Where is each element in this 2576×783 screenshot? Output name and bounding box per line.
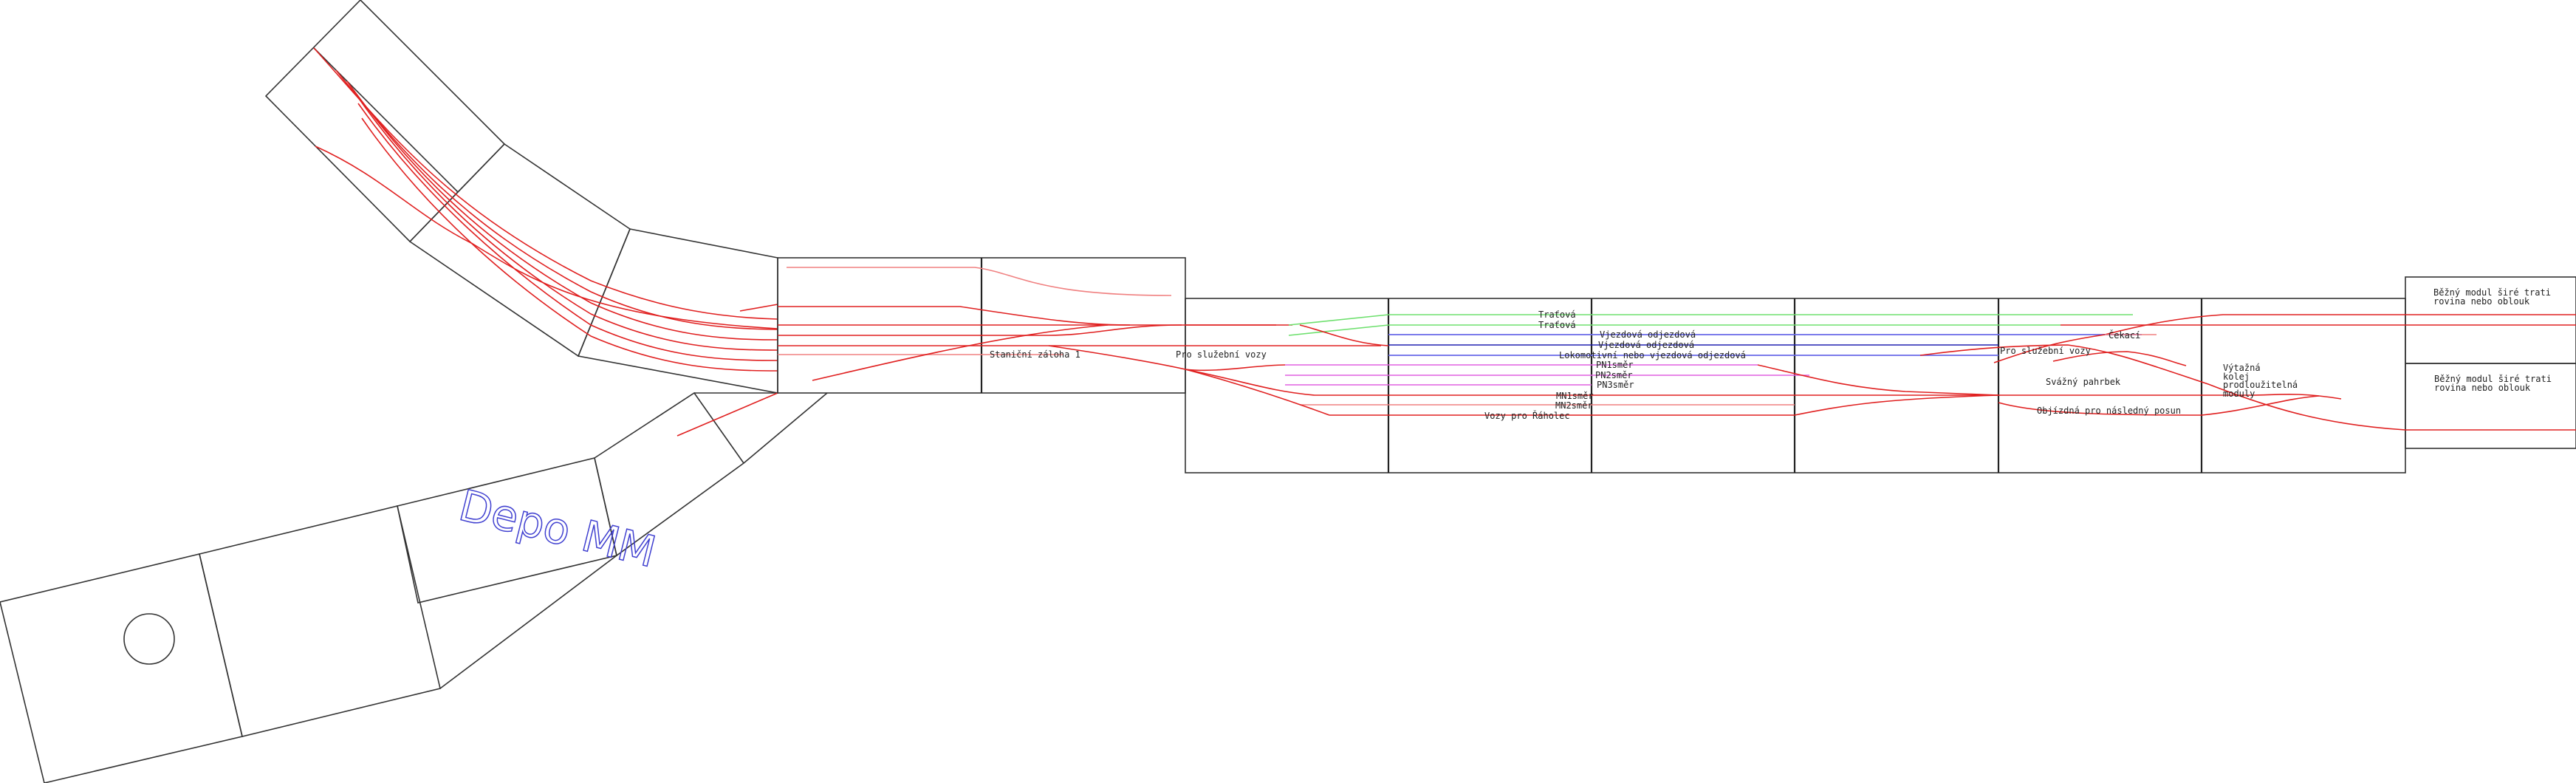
- label-tratova-2: Traťová: [1538, 320, 1576, 330]
- label-pn3: PN3směr: [1597, 380, 1634, 390]
- label-modul-bottom-2: rovina nebo oblouk: [2434, 383, 2531, 393]
- label-vozy-raholec: Vozy pro Řáholec: [1484, 410, 1570, 421]
- label-mn2: MN2směr: [1555, 400, 1593, 411]
- turntable: [123, 613, 175, 665]
- depot-tracks: [313, 47, 778, 437]
- depo-label: Depo MM: [454, 480, 661, 578]
- label-vjezdova-2: Vjezdová odjezdová: [1598, 340, 1694, 350]
- label-svazny: Svážný pahrbek: [2046, 377, 2121, 387]
- label-stanicni-zaloha: Staniční záloha 1: [990, 349, 1080, 360]
- label-vytazna-4: moduly: [2223, 389, 2255, 399]
- label-modul-top-2: rovina nebo oblouk: [2433, 296, 2530, 307]
- label-pro-sluzebni-2: Pro služební vozy: [2000, 346, 2091, 356]
- depot-building-modules: Depo MM: [0, 392, 828, 783]
- label-vjezdova-1: Vjezdová odjezdová: [1600, 329, 1696, 340]
- label-cekaci: Čekací: [2109, 329, 2140, 341]
- label-lokomotivni: Lokomotivní nebo vjezdová odjezdová: [1559, 350, 1746, 360]
- track-labels: Staniční záloha 1 Pro služební vozy Trať…: [990, 287, 2552, 421]
- label-modul-bottom-1: Běžný modul širé trati: [2434, 374, 2552, 384]
- station-tracks: [778, 267, 1381, 381]
- depot-fan-modules: [264, 0, 778, 394]
- label-pn2: PN2směr: [1595, 370, 1633, 380]
- yard-frame: [1185, 276, 2576, 473]
- label-vytazna-2: kolej: [2223, 372, 2250, 382]
- label-pro-sluzebni-1: Pro služební vozy: [1176, 349, 1267, 360]
- label-vytazna-3: prodloužitelná: [2223, 380, 2298, 390]
- label-vytazna-1: Výtažná: [2223, 363, 2261, 373]
- label-mn1: MN1směr: [1556, 391, 1594, 401]
- label-modul-top-1: Běžný modul širé trati: [2433, 287, 2551, 298]
- yard-tracks: [1185, 314, 2576, 431]
- label-tratova-1: Traťová: [1538, 310, 1576, 320]
- label-objizdna: Objízdná pro následný posun: [2037, 406, 2181, 416]
- label-pn1: PN1směr: [1596, 360, 1634, 370]
